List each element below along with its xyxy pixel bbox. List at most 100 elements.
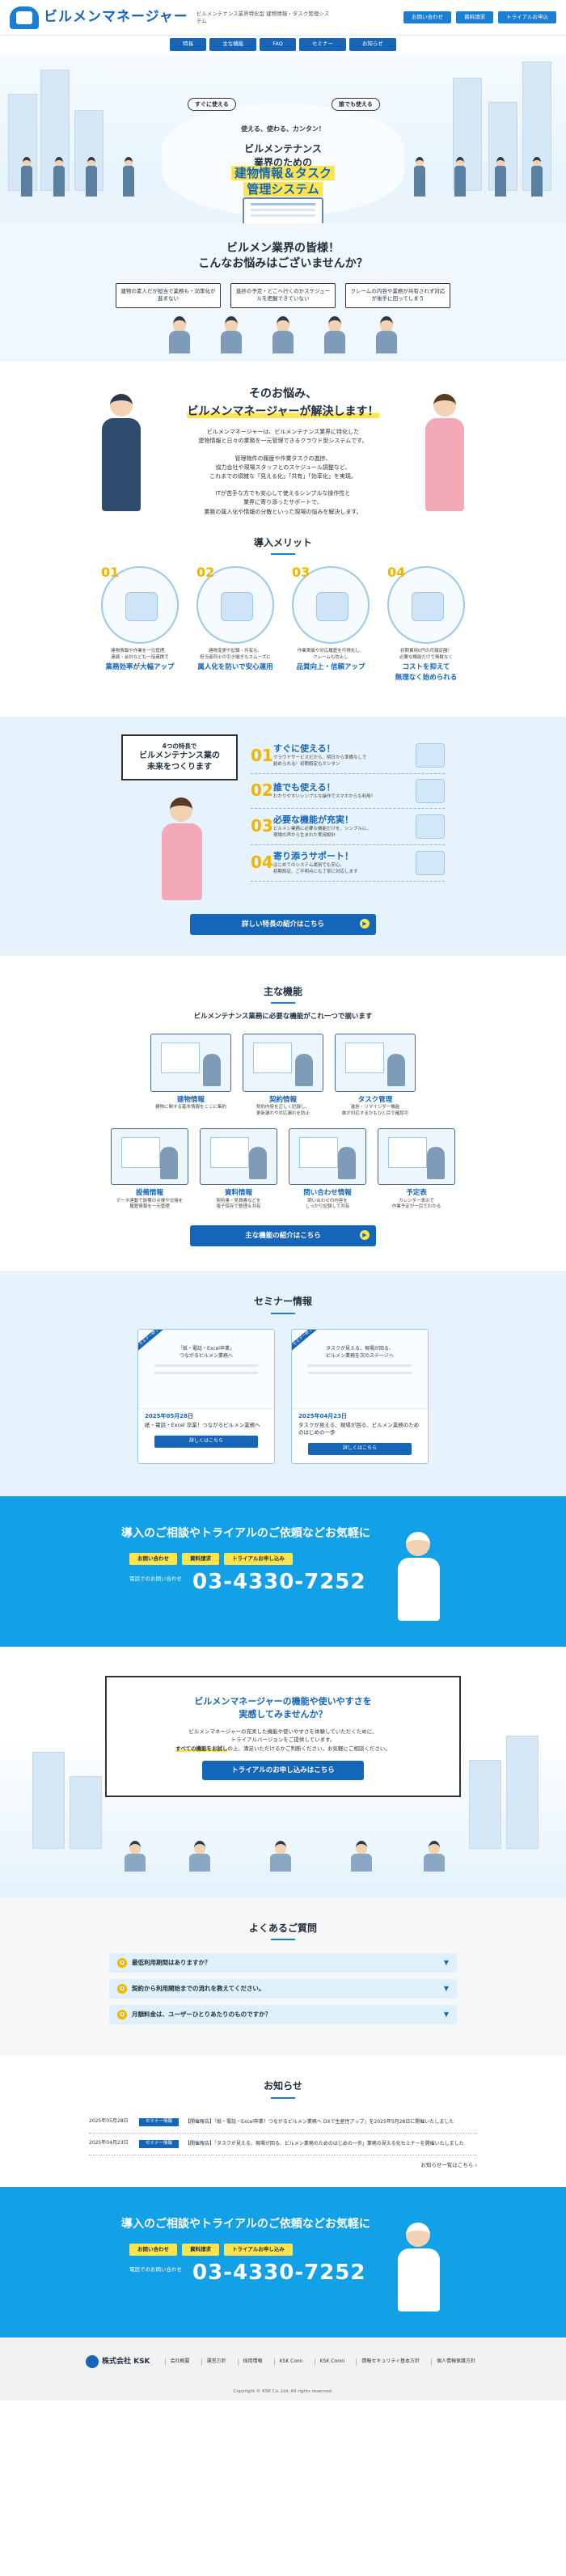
nav-features[interactable]: 特長 [170,38,207,51]
seminar-card[interactable]: セミナー終了 タスクが見える、現場が回る、 ビルメン業務を次のステージへ 202… [291,1328,429,1464]
seminar-thumbnail: セミナー終了 タスクが見える、現場が回る、 ビルメン業務を次のステージへ [292,1329,428,1409]
function-desc: 建物に関する基本情報をここに集約 [154,1105,226,1110]
building-illustration [506,1735,539,1849]
document-request-button[interactable]: 資料請求 [182,1552,219,1566]
function-card[interactable]: 建物情報建物に関する基本情報をここに集約 [150,1033,231,1118]
footer-link[interactable]: KSK Conn [273,2358,308,2366]
footer-link[interactable]: 採用情報 [237,2358,268,2366]
function-name: 設備情報 [135,1189,163,1198]
merit-item: 03 作業実績や対応履歴を可視化し、 クレームも防止し 品質向上・信頼アップ [290,565,371,683]
function-card[interactable]: 予定表カレンダー表示で 作業予定が一目でわかる [378,1128,455,1211]
coin-icon [412,592,444,622]
features-heading-2: ビルメンテナンス業の [139,751,220,761]
handshake-icon [221,592,253,622]
footer-link[interactable]: 個人情報保護方針 [431,2358,480,2366]
functions-section: 主な機能 ビルメンテナンス業務に必要な機能がこれ一つで揃います 建物情報建物に関… [0,956,566,1271]
news-item[interactable]: 2025年05月28日 セミナー情報 【開催報告】「紙・電話・Excel卒業！つ… [89,2112,477,2134]
function-card[interactable]: タスク管理進捗・リマインダー機能 誰が対応するかもひと目で確認可 [335,1033,416,1118]
footer-link[interactable]: 会社概要 [164,2358,195,2366]
solution-title-2: ビルメンマネージャーが解決します！ [0,404,566,420]
seminar-detail-button[interactable]: 詳しくはこちら [308,1443,412,1455]
function-card[interactable]: 資料情報契約書・見積書などを 電子保存で整理＆共有 [200,1128,277,1211]
features-detail-button[interactable]: 詳しい特長の紹介はこちら [190,913,376,936]
header-trial-button[interactable]: トライアルお申込 [498,11,556,24]
worried-person-illustration [321,315,348,353]
tel-number[interactable]: 03-4330-7252 [192,2260,366,2285]
trial-box: ビルメンマネージャーの機能や使いやすさを 実感してみませんか？ ビルメンマネージ… [105,1675,461,1797]
footer-link[interactable]: 情報セキュリティ基本方針 [356,2358,424,2366]
trial-apply-button[interactable]: トライアルのお申し込みはこちら [202,1760,364,1781]
hero-highlight-2: 管理システム [0,181,566,199]
seminar-date: 2025年05月28日 [145,1412,193,1419]
tools-icon [416,850,445,875]
merit-head: コストを抑えて 無理なく始められる [395,663,458,682]
global-nav: 特長 主な機能 FAQ セミナー お知らせ [0,36,566,53]
footer-logo[interactable]: 株式会社 KSK [85,2355,150,2369]
worried-person-illustration [269,315,297,353]
function-desc: データ連動で設備の点検や交換を 履歴情報を一元管理 [116,1198,184,1210]
worry-item: 進捗の予定・どこへ行くのかスケジュールを把握できていない [230,282,336,308]
functions-detail-button[interactable]: 主な機能の紹介はこちら [190,1225,376,1247]
site-header: ビルメンマネージャー ビルメンテナンス業界特化型 建物情報・タスク管理システム … [0,0,566,36]
nav-faq[interactable]: FAQ [260,38,296,51]
function-card[interactable]: 問い合わせ情報問い合わせの内容を しっかり記録して共有 [289,1128,366,1211]
contact-button[interactable]: お問い合わせ [129,2243,177,2257]
function-name: タスク管理 [357,1095,393,1104]
function-name: 契約情報 [268,1095,297,1104]
worker-illustration [84,157,99,199]
trial-request-button[interactable]: トライアルお申し込み [224,1552,293,1566]
merit-number: 01 [101,565,120,581]
features-heading-3: 未来をつくります [147,762,212,772]
nav-seminar[interactable]: セミナー [298,38,346,51]
feature-title: 寄り添うサポート！ [273,850,353,861]
news-item[interactable]: 2025年04月23日 セミナー情報 【開催報告】「タスクが見える、現場が回る、… [89,2134,477,2155]
task-illustration [335,1033,416,1092]
news-tag: セミナー情報 [139,2117,180,2126]
logo[interactable]: ビルメンマネージャー [10,6,188,29]
chevron-down-icon: ▼ [443,1959,449,1967]
merit-desc: 作業実績や対応履歴を可視化し、 クレームも防止し [297,649,365,660]
header-document-button[interactable]: 資料請求 [456,11,494,24]
features-section: 4つの特長で ビルメンテナンス業の 未来をつくります 01 すぐに使える！クラウ… [0,717,566,957]
news-title: お知らせ [0,2079,566,2098]
seminar-card[interactable]: セミナー終了 「紙・電話・Excel卒業」 つながるビルメン業務へ 2025年0… [137,1328,275,1464]
tel-number[interactable]: 03-4330-7252 [192,1569,366,1594]
worker-illustration [530,157,544,199]
bubble-anyone: 誰でも使える [332,98,380,112]
trial-title-1: ビルメンマネージャーの機能や使いやすさを [194,1695,372,1707]
worker-illustration [121,157,136,199]
contact-button[interactable]: お問い合わせ [129,1552,177,1566]
feature-number: 02 [251,780,273,801]
trial-request-button[interactable]: トライアルお申し込み [224,2243,293,2257]
worker-helmet-illustration [396,2222,441,2312]
footer-link[interactable]: KSK Conni [314,2358,350,2366]
merit-head: 品質向上・信頼アップ [296,663,365,672]
page: ビルメンマネージャー ビルメンテナンス業界特化型 建物情報・タスク管理システム … [0,0,566,2400]
feature-title: 必要な機能が充実！ [273,814,353,825]
news-more-link[interactable]: お知らせ一覧はこちら › [420,2161,477,2168]
function-card[interactable]: 設備情報データ連動で設備の点検や交換を 履歴情報を一元管理 [111,1128,188,1211]
office-worker-illustration [420,1840,450,1873]
building-info-illustration [150,1033,231,1092]
footer-link[interactable]: 運営方針 [201,2358,231,2366]
calendar-illustration [378,1128,455,1186]
seminar-thumb-title: 「紙・電話・Excel卒業」 つながるビルメン業務へ [178,1345,234,1359]
nav-news[interactable]: お知らせ [348,38,396,51]
document-request-button[interactable]: 資料請求 [182,2243,219,2257]
nav-functions[interactable]: 主な機能 [209,38,257,51]
header-contact-button[interactable]: お問い合わせ [403,11,452,24]
hero-subtitle: 使える、使わる、カンタン！ [241,125,325,133]
functions-title: 主な機能 [0,985,566,1004]
merit-number: 03 [292,565,310,581]
function-card[interactable]: 契約情報契約内容を正しく記録し、 更新漏れや対応漏れを防止 [243,1033,323,1118]
seminar-detail-button[interactable]: 詳しくはこちら [154,1436,258,1448]
features-heading-box: 4つの特長で ビルメンテナンス業の 未来をつくります [121,734,238,781]
solution-title-2-text: ビルメンマネージャーが解決します！ [187,404,379,418]
feature-item: 03 必要な機能が充実！ビルメン業務に必要な機能だけを、シンプルに。 現場の声か… [251,809,445,845]
document-illustration [200,1128,277,1186]
feature-item: 04 寄り添うサポート！はじめてのシステム運用でも安心。 初期設定、ご不明点にも… [251,845,445,882]
